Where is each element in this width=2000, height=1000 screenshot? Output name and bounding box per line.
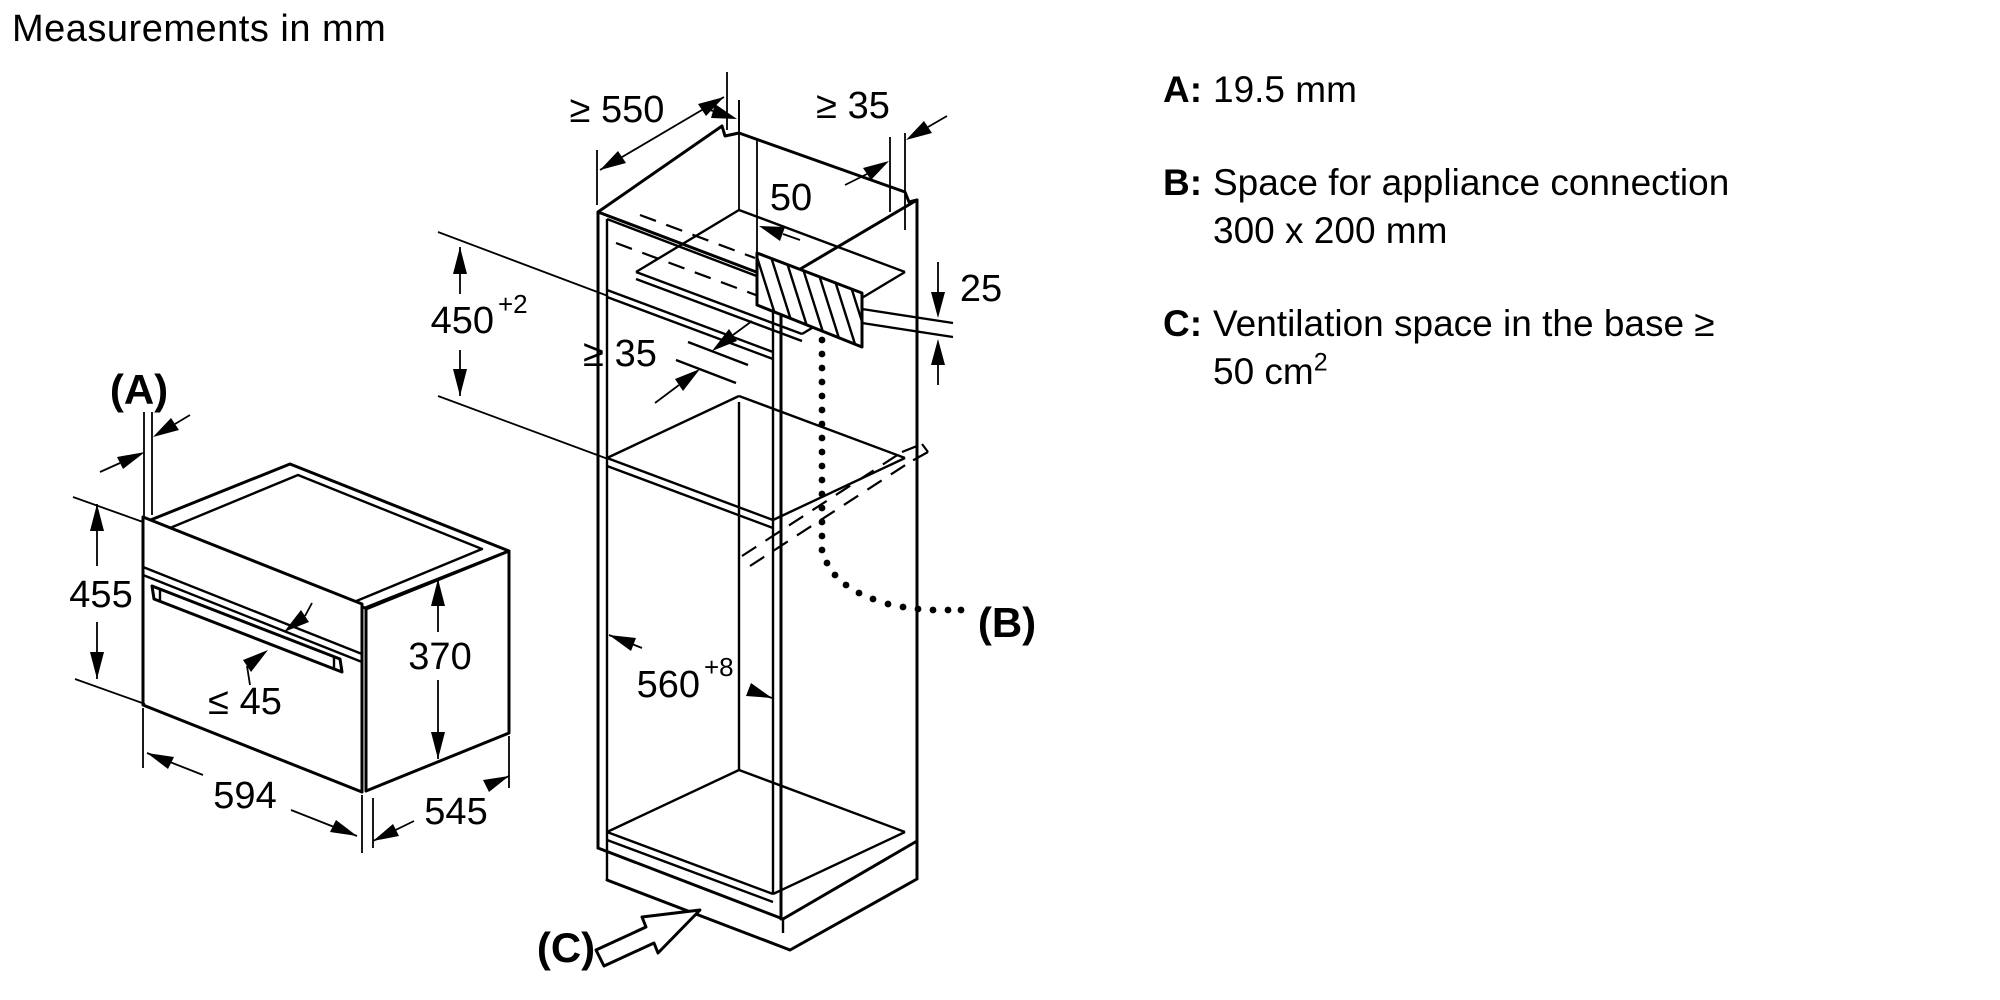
page-title: Measurements in mm <box>12 8 387 50</box>
oven-handle <box>150 584 344 674</box>
dim-35-wall: ≥ 35 <box>816 85 948 230</box>
dim-560-superscript: +8 <box>704 652 734 682</box>
dim-35-shelf-label: ≥ 35 <box>583 333 657 375</box>
legend: A: 19.5 mm B: Space for appliance connec… <box>1163 66 1923 441</box>
dim-594-label: 594 <box>213 775 276 817</box>
dim-35-shelf: ≥ 35 <box>583 320 753 404</box>
dim-545: 545 <box>372 736 510 848</box>
leader-dots-B <box>818 336 965 614</box>
legend-item-c: C: Ventilation space in the base ≥ 50 cm… <box>1163 300 1923 396</box>
cabinet-drawing: ≥ 550 ≥ 35 50 25 <box>431 72 1036 971</box>
legend-c-superscript: 2 <box>1313 348 1328 377</box>
dim-455: 455 <box>69 496 146 705</box>
legend-item-b: B: Space for appliance connection 300 x … <box>1163 159 1923 255</box>
dim-45-label: ≤ 45 <box>208 681 282 723</box>
label-b: (B) <box>978 599 1036 646</box>
legend-key-b: B: <box>1163 162 1203 203</box>
dim-450-label: 450 <box>431 300 494 342</box>
label-a: (A) <box>110 366 168 413</box>
label-c: (C) <box>537 924 595 971</box>
dim-545-label: 545 <box>424 791 487 833</box>
dim-370: 370 <box>408 579 472 759</box>
dim-25-label: 25 <box>960 268 1002 310</box>
dim-560: 560 +8 <box>608 634 773 706</box>
legend-item-a: A: 19.5 mm <box>1163 66 1923 114</box>
dim-560-label: 560 <box>637 664 700 706</box>
dim-455-label: 455 <box>69 574 132 616</box>
dim-50: 50 <box>701 100 812 241</box>
dim-450-superscript: +2 <box>498 289 528 319</box>
dim-550-label: ≥ 550 <box>570 89 665 131</box>
legend-text-c-line1: Ventilation space in the base ≥ <box>1213 303 1715 344</box>
legend-text-a: 19.5 mm <box>1213 69 1357 110</box>
legend-text-c-line2: 50 cm2 <box>1213 348 1328 392</box>
dim-35-wall-label: ≥ 35 <box>816 85 890 127</box>
legend-text-b-line1: Space for appliance connection <box>1213 162 1730 203</box>
dim-550: ≥ 550 <box>570 72 728 205</box>
ventilation-arrow-icon <box>594 908 702 968</box>
legend-key-c: C: <box>1163 303 1203 344</box>
connection-area-hatch <box>755 251 954 349</box>
oven-drawing: (A) 455 ≤ 45 370 <box>69 366 511 853</box>
dim-handle-45: ≤ 45 <box>208 602 313 723</box>
dim-25: 25 <box>931 262 1002 385</box>
hidden-edge-top <box>615 213 781 306</box>
legend-text-b-line2: 300 x 200 mm <box>1213 210 1448 251</box>
dim-594: 594 <box>142 708 363 853</box>
hidden-connection-duct <box>741 442 929 567</box>
dim-50-label: 50 <box>770 177 812 219</box>
legend-key-a: A: <box>1163 69 1203 110</box>
oven-body <box>141 462 511 794</box>
dim-370-label: 370 <box>408 636 471 678</box>
cabinet-base <box>596 839 919 952</box>
dim-450: 450 +2 <box>431 231 609 460</box>
dim-A: (A) <box>99 366 191 518</box>
cabinet-interior <box>606 100 929 904</box>
